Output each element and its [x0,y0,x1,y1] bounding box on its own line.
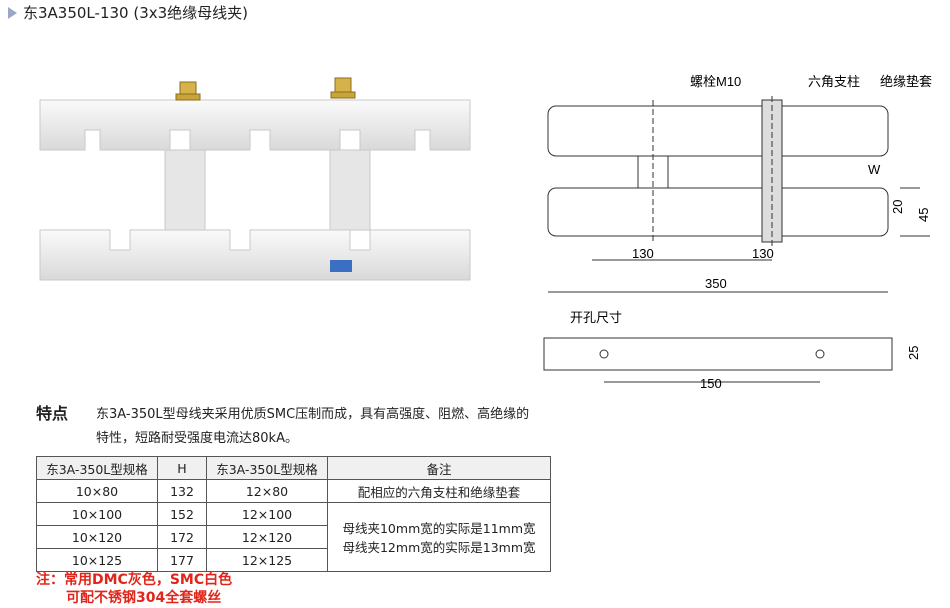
dim-45: 45 [916,208,931,222]
col-header: 东3A-350L型规格 [206,456,328,480]
table-cell: 12×120 [206,525,328,549]
remark-cell: 配相应的六角支柱和绝缘垫套 [327,479,551,503]
clamp-top-bar [39,99,471,151]
table-cell: 10×80 [36,479,158,503]
label-w: W [868,162,881,177]
note-block: 注：常用DMC灰色，SMC白色 可配不锈钢304全套螺丝 [36,571,232,607]
brand-logo [330,260,352,272]
hole-plate [543,337,893,371]
title-text: 东3A350L-130 (3x3绝缘母线夹) [23,4,249,22]
table-row: 10×100 152 12×100 母线夹10mm宽的实际是11mm宽 母线夹1… [36,502,551,572]
dim-130-b: 130 [752,246,774,261]
table-row: 10×80 132 12×80 配相应的六角支柱和绝缘垫套 [36,479,551,503]
table-cell: 12×100 [206,502,328,526]
table-cell: 12×80 [206,479,328,503]
note-line-1: 注：常用DMC灰色，SMC白色 [36,572,233,588]
table-cell: 152 [157,502,207,526]
page-title: 东3A350L-130 (3x3绝缘母线夹) [8,2,248,23]
label-bolt: 螺栓M10 [690,74,741,89]
label-pad: 绝缘垫套 [880,74,932,89]
remark-line: 母线夹10mm宽的实际是11mm宽 [342,521,536,536]
col-header: 备注 [327,456,551,480]
spec-table: 东3A-350L型规格 H 东3A-350L型规格 备注 10×80 132 1… [36,456,551,572]
table-cell: 132 [157,479,207,503]
clamp-post-right [329,149,371,231]
drawing-top-bar [547,105,889,157]
dim-350: 350 [705,276,727,291]
col-header: 东3A-350L型规格 [36,456,158,480]
drawing-bottom-bar [547,187,889,237]
col-header: H [157,456,207,480]
table-header-row: 东3A-350L型规格 H 东3A-350L型规格 备注 [36,456,551,480]
bullet-triangle-icon [8,6,17,19]
hole-title: 开孔尺寸 [570,310,622,325]
label-hex: 六角支柱 [808,74,860,89]
table-cell: 10×120 [36,525,158,549]
clamp-bottom-bar [39,229,471,281]
technical-drawing: 螺栓M10 六角支柱 绝缘垫套 W 130 130 350 20 45 开孔尺寸… [543,74,932,390]
table-cell: 177 [157,548,207,572]
bolt-left-icon [175,81,201,101]
table-cell: 12×125 [206,548,328,572]
clamp-post-left [164,149,206,231]
table-cell: 10×100 [36,502,158,526]
dim-25: 25 [906,346,921,360]
note-line-2: 可配不锈钢304全套螺丝 [66,590,222,606]
table-cell: 10×125 [36,548,158,572]
dim-130-a: 130 [632,246,654,261]
product-photo [39,77,471,281]
dim-20: 20 [890,200,905,214]
features-text: 东3A-350L型母线夹采用优质SMC压制而成，具有高强度、阻燃、高绝缘的特性，… [96,407,530,446]
bolt-right-icon [330,77,356,99]
dim-150: 150 [700,376,722,390]
table-row: 10×125 177 12×125 [36,548,551,572]
table-cell: 172 [157,525,207,549]
features-heading: 特点 [36,404,69,423]
remark-cell-merged: 母线夹10mm宽的实际是11mm宽 母线夹12mm宽的实际是13mm宽 [327,502,551,572]
table-row: 10×120 172 12×120 [36,525,551,549]
remark-line: 母线夹12mm宽的实际是13mm宽 [342,540,536,555]
